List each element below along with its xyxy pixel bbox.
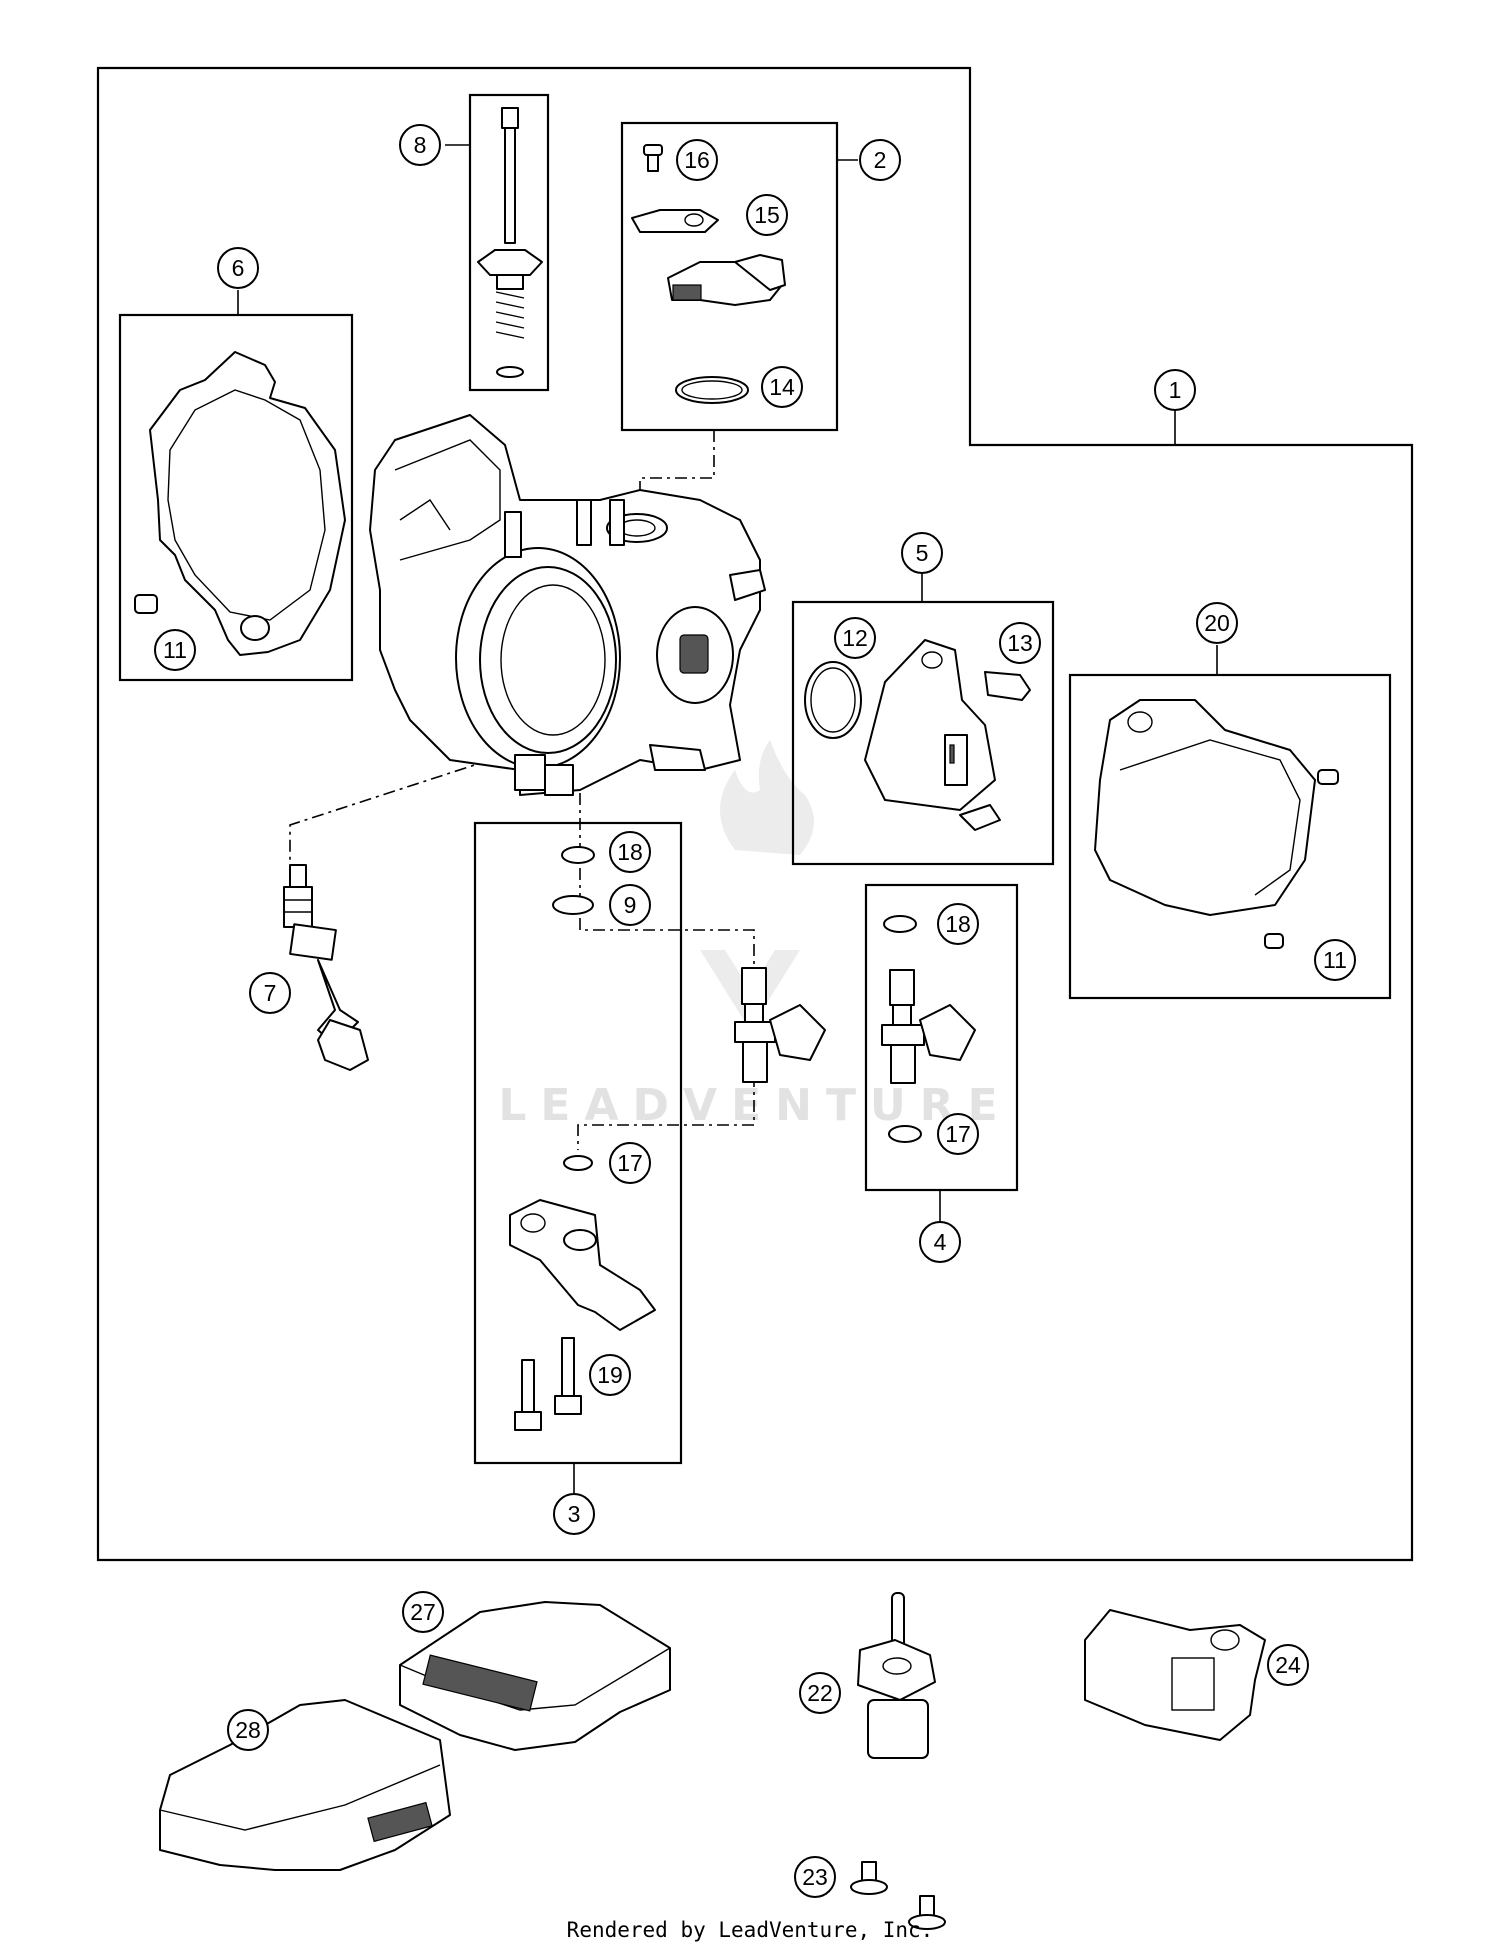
- svg-text:28: 28: [235, 1717, 261, 1743]
- callout-23: 23: [794, 1856, 836, 1898]
- svg-text:12: 12: [842, 625, 868, 651]
- callout-15: 15: [746, 194, 788, 236]
- callout-14: 14: [761, 366, 803, 408]
- cover-6: [134, 351, 346, 656]
- group-box-5: [791, 600, 1055, 866]
- throttle-body: [369, 414, 766, 796]
- callout-13: 13: [999, 622, 1041, 664]
- callout-28: 28: [227, 1709, 269, 1751]
- svg-text:13: 13: [1007, 630, 1033, 656]
- callout-18b: 18: [937, 903, 979, 945]
- cover-20: [1094, 699, 1339, 949]
- svg-text:11: 11: [1323, 947, 1347, 973]
- svg-text:17: 17: [945, 1121, 971, 1147]
- footer-credit: Rendered by LeadVenture, Inc.: [566, 1918, 934, 1942]
- callout-2: 2: [859, 139, 901, 181]
- callout-22: 22: [799, 1672, 841, 1714]
- callout-8: 8: [399, 124, 441, 166]
- callout-9: 9: [609, 884, 651, 926]
- group-box-4: [864, 883, 1019, 1192]
- svg-text:18: 18: [617, 839, 643, 865]
- injector-adapter-3: [509, 846, 656, 1431]
- leader-lines: [237, 144, 1218, 1494]
- screws-23: [850, 1861, 946, 1930]
- injector-4: [881, 915, 976, 1143]
- idle-screw-assembly: [477, 107, 543, 378]
- sensor-22: [857, 1592, 936, 1759]
- svg-text:5: 5: [916, 540, 929, 566]
- callout-7: 7: [249, 972, 291, 1014]
- group-box-3: [473, 821, 683, 1465]
- callout-6: 6: [217, 247, 259, 289]
- svg-text:11: 11: [163, 637, 187, 663]
- svg-text:22: 22: [807, 1680, 833, 1706]
- svg-text:7: 7: [264, 980, 277, 1006]
- svg-text:24: 24: [1275, 1652, 1301, 1678]
- group-box-6: [118, 313, 354, 682]
- callout-3: 3: [553, 1493, 595, 1535]
- svg-text:18: 18: [945, 911, 971, 937]
- callout-20: 20: [1196, 602, 1238, 644]
- svg-text:8: 8: [414, 132, 427, 158]
- svg-text:15: 15: [754, 202, 780, 228]
- fuel-injector: [734, 967, 826, 1083]
- callout-4: 4: [919, 1221, 961, 1263]
- sensor-kit-2: [631, 144, 786, 404]
- svg-text:9: 9: [624, 892, 637, 918]
- svg-text:17: 17: [617, 1150, 643, 1176]
- callout-5: 5: [901, 532, 943, 574]
- callout-18a: 18: [609, 831, 651, 873]
- svg-text:3: 3: [568, 1501, 581, 1527]
- callout-27: 27: [402, 1591, 444, 1633]
- group-box-8: [468, 93, 550, 392]
- callout-16: 16: [676, 139, 718, 181]
- callout-1: 1: [1154, 369, 1196, 411]
- assembly-boundary-1: [96, 66, 1414, 1562]
- module-28: [159, 1699, 451, 1871]
- svg-text:2: 2: [874, 147, 887, 173]
- svg-text:4: 4: [934, 1229, 947, 1255]
- svg-text:6: 6: [232, 255, 245, 281]
- connector-24: [1084, 1609, 1266, 1741]
- svg-text:23: 23: [802, 1864, 828, 1890]
- callout-17a: 17: [609, 1142, 651, 1184]
- callout-11b: 11: [1314, 939, 1356, 981]
- ecu-27: [399, 1601, 671, 1751]
- svg-text:27: 27: [410, 1599, 436, 1625]
- callout-24: 24: [1267, 1644, 1309, 1686]
- sensor-5: [804, 639, 1031, 831]
- svg-text:20: 20: [1204, 610, 1230, 636]
- group-box-2: [620, 121, 839, 432]
- watermark-text: LEADVENTURE: [498, 1080, 1011, 1131]
- group-box-20: [1068, 673, 1392, 1000]
- svg-text:1: 1: [1169, 377, 1182, 403]
- callout-17b: 17: [937, 1113, 979, 1155]
- spark-plug-7: [283, 864, 369, 1071]
- callout-12: 12: [834, 617, 876, 659]
- svg-text:16: 16: [684, 147, 710, 173]
- svg-text:14: 14: [769, 374, 795, 400]
- svg-text:19: 19: [597, 1362, 623, 1388]
- callout-11a: 11: [154, 629, 196, 671]
- callout-19: 19: [589, 1354, 631, 1396]
